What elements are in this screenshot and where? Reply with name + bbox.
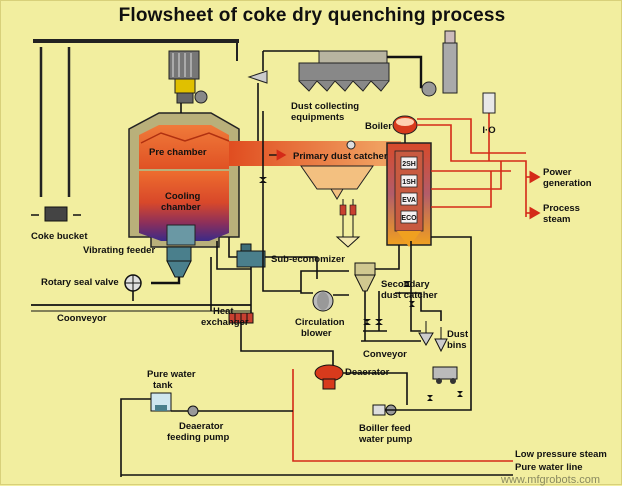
boiler-section-eva: EVA [402,197,416,204]
pure-water-tank [150,392,172,412]
label-power: Power [543,167,572,178]
label-cooling: Cooling [165,191,201,202]
label-coke-bucket: Coke bucket [31,231,88,242]
coke-bucket [31,206,81,222]
label-circulation: Circulation [295,317,345,328]
label-pre-chamber: Pre chamber [149,147,207,158]
label-rotary-seal-valve: Rotary seal valve [41,277,119,288]
boiler-section-1sh: 1SH [402,179,416,186]
boiler-drum [392,115,418,143]
boiler-section-eco: ECO [401,215,417,222]
label-deaerator-feeding: Deaerator [179,421,224,432]
process-piping [120,103,513,477]
turbine-symbol: I·O [482,92,496,136]
label-primary-dust-catcher: Primary dust catcher [293,151,388,162]
primary-catcher-valves [335,199,361,248]
primary-dust-catcher [300,140,374,200]
boiler-section-boxes: 2SH 1SH EVA ECO [400,156,418,224]
diagram-title: Flowsheet of coke dry quenching process [118,5,506,26]
charging-hoist [168,50,208,104]
label-dust-collecting: Dust collecting [291,101,359,112]
label-pure-water-line: Pure water line [515,462,583,473]
secondary-dust-catcher [354,262,376,292]
deaerator-feeding-pump [187,405,199,417]
label-water-pump: water pump [358,434,413,445]
label-chamber: chamber [161,202,201,213]
label-steam: steam [543,214,570,225]
label-blower: blower [301,328,332,339]
label-boiler: Boiler [365,121,392,132]
line-valves [259,177,463,401]
label-equipments: equipments [291,112,344,123]
steam-lines [292,103,541,462]
label-conveyor-left: Coonveyor [57,313,107,324]
label-dust-catcher: dust catcher [381,290,438,301]
crane-frame [33,39,239,197]
rotary-seal-valve [124,274,181,301]
label-conveyor-right: Conveyor [363,349,407,360]
label-deaerator: Deaerator [345,367,390,378]
cooling-chamber [139,171,229,241]
svg-text:I·O: I·O [482,125,495,136]
pre-chamber [139,125,229,169]
label-dust: Dust [447,329,469,340]
label-exchanger: exchanger [201,317,249,328]
label-secondary: Secondary [381,279,430,290]
coke-dry-quenching-chamber [128,112,240,248]
boiler-section-2sh: 2SH [402,161,416,168]
conveyor-left [31,304,251,312]
label-process: Process [543,203,580,214]
dust-truck [432,366,458,384]
dust-bins [418,321,448,353]
label-pure-water: Pure water [147,369,196,380]
watermark: www.mfgrobots.com [500,474,600,486]
dust-collecting-equipment [262,50,390,92]
dust-hood [247,70,268,141]
label-heat: Heat [213,306,234,317]
circulation-blower [312,290,349,312]
label-sub-economizer: Sub-economizer [271,254,345,265]
stack-and-fan [387,30,458,97]
vibrating-feeder [166,246,192,278]
deaerator [314,364,344,390]
label-feeding-pump: feeding pump [167,432,229,443]
sub-economizer [236,243,266,268]
label-generation: generation [543,178,592,189]
label-boiler-feed: Boiller feed [359,423,411,434]
label-vibrating-feeder: Vibrating feeder [83,245,155,256]
label-low-pressure-steam: Low pressure steam [515,449,607,460]
label-bins: bins [447,340,467,351]
label-tank: tank [153,380,173,391]
